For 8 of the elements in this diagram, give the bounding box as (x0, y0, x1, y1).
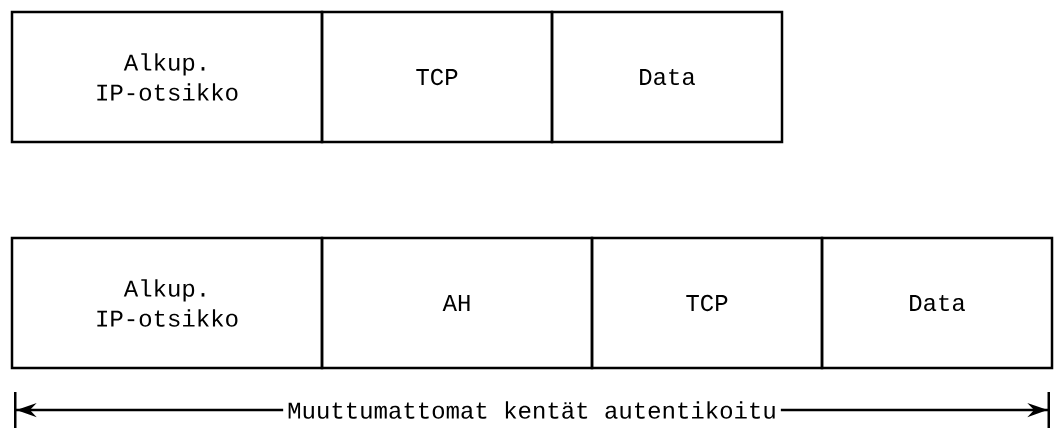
field-box: Alkup. IP-otsikko (10, 236, 324, 370)
field-box: AH (320, 236, 594, 370)
field-box: TCP (590, 236, 824, 370)
field-box: Data (820, 236, 1054, 370)
field-box: Data (550, 10, 784, 144)
field-box: TCP (320, 10, 554, 144)
dimension-label: Muuttumattomat kentät autentikoitu (283, 397, 781, 423)
field-box: Alkup. IP-otsikko (10, 10, 324, 144)
